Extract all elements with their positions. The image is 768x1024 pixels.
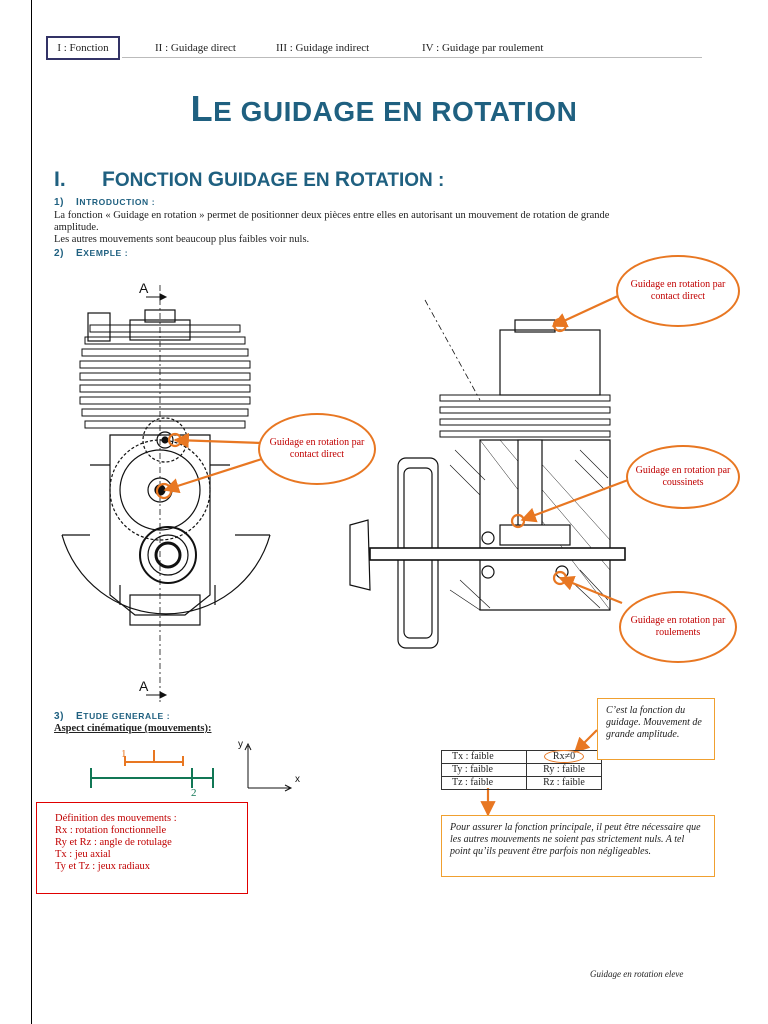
table-row: Tz : faible Rz : faible xyxy=(441,776,602,790)
margin-line xyxy=(31,0,32,1024)
movements-table: Tx : faible Rx≠0 Ty : faible Ry : faible… xyxy=(441,750,602,790)
page-title: LE GUIDAGE EN ROTATION xyxy=(190,88,578,129)
table-row: Ty : faible Ry : faible xyxy=(441,763,602,777)
nav-divider xyxy=(122,57,702,58)
table-cell: Rx≠0 xyxy=(526,750,602,764)
callout-contact-direct-left: Guidage en rotation par contact direct xyxy=(258,413,376,485)
part-1-label: 1 xyxy=(121,748,127,760)
tab-guidage-roulement[interactable]: IV : Guidage par roulement xyxy=(422,42,544,54)
table-row: Tx : faible Rx≠0 xyxy=(441,750,602,764)
table-cell: Rz : faible xyxy=(526,776,602,790)
note-secondary-movements: Pour assurer la fonction principale, il … xyxy=(441,815,715,877)
tab-fonction[interactable]: I : Fonction xyxy=(46,36,120,60)
tab-guidage-indirect[interactable]: III : Guidage indirect xyxy=(276,42,370,54)
engine-front-view: A A xyxy=(61,280,271,705)
section-heading: I.FONCTION GUIDAGE EN ROTATION : xyxy=(54,168,445,191)
engine-section-view xyxy=(349,299,626,649)
example-heading: 2)EXEMPLE : xyxy=(54,248,129,259)
page-footer: Guidage en rotation eleve xyxy=(590,969,684,979)
note-main-function: C’est la fonction du guidage. Mouvement … xyxy=(597,698,715,760)
tab-guidage-direct[interactable]: II : Guidage direct xyxy=(155,42,236,54)
callout-roulements: Guidage en rotation par roulements xyxy=(619,591,737,663)
table-cell: Ry : faible xyxy=(526,763,602,777)
table-cell: Tz : faible xyxy=(441,776,527,790)
section-mark-bottom: A xyxy=(139,678,149,694)
callout-contact-direct-top: Guidage en rotation par contact direct xyxy=(616,255,740,327)
callout-coussinets: Guidage en rotation par coussinets xyxy=(626,445,740,509)
axis-x-label: x xyxy=(295,774,300,785)
part-2-label: 2 xyxy=(191,787,197,799)
table-cell: Tx : faible xyxy=(441,750,527,764)
definitions-box: Définition des mouvements : Rx : rotatio… xyxy=(36,802,248,894)
kinematic-subheading: Aspect cinématique (mouvements): xyxy=(54,723,212,734)
general-study-heading: 3)ETUDE GENERALE : xyxy=(54,711,171,722)
section-mark-top: A xyxy=(139,280,149,296)
kinematic-diagram: 1 2 y x xyxy=(90,739,300,799)
introduction-heading: 1)INTRODUCTION : xyxy=(54,197,156,208)
introduction-text: La fonction « Guidage en rotation » perm… xyxy=(54,210,610,245)
axis-y-label: y xyxy=(238,739,243,750)
table-cell: Ty : faible xyxy=(441,763,527,777)
